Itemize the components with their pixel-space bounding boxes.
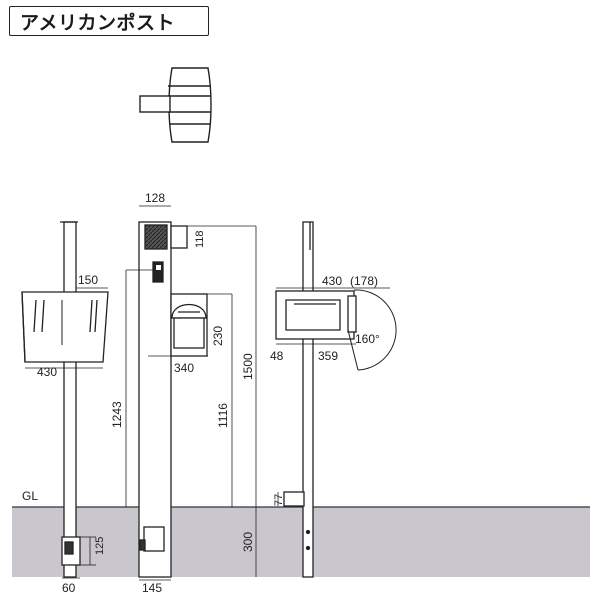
dim-cap-height: 118: [194, 230, 206, 248]
front-view: [21, 221, 109, 579]
dim-front-depth: 430: [37, 365, 57, 379]
dim-side-77: 77: [273, 494, 285, 506]
dim-1243: 1243: [110, 401, 124, 428]
dim-post-foot-height: 125: [94, 537, 106, 555]
main-post: [125, 205, 257, 581]
dim-box-width: 340: [174, 361, 194, 375]
dim-box-height: 230: [211, 326, 225, 346]
dim-side-359: 359: [318, 349, 338, 363]
dim-open-angle: 160°: [355, 332, 380, 346]
dim-300: 300: [241, 532, 255, 552]
dim-side-depth: 430: [322, 274, 342, 288]
dim-base-width-side: 145: [142, 581, 162, 595]
ground-label: GL: [22, 489, 38, 503]
dim-front-width: 150: [78, 273, 98, 287]
dim-cap-width: 128: [145, 191, 165, 205]
dim-side-extra: (178): [350, 274, 378, 288]
title-box: アメリカンポスト: [9, 6, 209, 36]
top-view-icon: [139, 67, 212, 143]
dim-1116: 1116: [216, 403, 230, 428]
dim-1500: 1500: [241, 353, 255, 380]
dim-post-base-width: 60: [62, 581, 76, 595]
ground-area: [12, 507, 590, 577]
diagram-title: アメリカンポスト: [20, 12, 176, 34]
dim-side-48: 48: [270, 349, 284, 363]
side-view: [275, 221, 397, 578]
